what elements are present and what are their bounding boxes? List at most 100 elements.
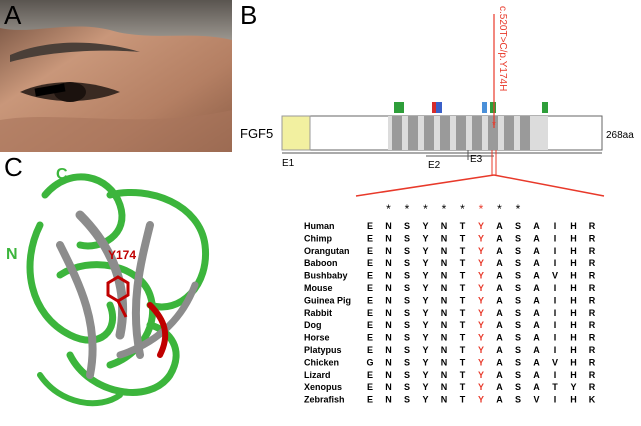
- residue-cell: T: [552, 382, 558, 392]
- residue-cell: A: [533, 295, 540, 305]
- residue-cell: H: [570, 283, 577, 293]
- residue-cell: S: [404, 258, 410, 268]
- residue-cell: S: [515, 320, 521, 330]
- residue-cell: T: [460, 345, 466, 355]
- residue-cell: A: [496, 320, 503, 330]
- residue-cell: Y: [422, 395, 428, 405]
- protein-structure: C N Y174: [0, 155, 232, 421]
- residue-cell: Y: [478, 246, 484, 256]
- residue-cell: A: [496, 308, 503, 318]
- residue-cell: Y: [422, 221, 428, 231]
- residue-cell: Y: [422, 233, 428, 243]
- residue-cell: I: [554, 345, 557, 355]
- n-terminus-label: N: [6, 246, 18, 263]
- residue-cell: E: [367, 233, 373, 243]
- residue-cell: I: [554, 308, 557, 318]
- residue-cell: N: [385, 295, 392, 305]
- residue-cell: A: [496, 395, 503, 405]
- residue-cell: N: [441, 357, 448, 367]
- residue-cell: N: [385, 395, 392, 405]
- residue-cell: Y: [422, 308, 428, 318]
- residue-cell: N: [385, 320, 392, 330]
- residue-cell: S: [515, 295, 521, 305]
- exon-label-e3: E3: [470, 154, 483, 165]
- residue-cell: A: [533, 382, 540, 392]
- residue-cell: N: [441, 382, 448, 392]
- residue-cell: H: [570, 258, 577, 268]
- residue-cell: N: [441, 370, 448, 380]
- species-label: Guinea Pig: [304, 295, 351, 305]
- residue-cell: T: [460, 246, 466, 256]
- residue-cell: Y: [478, 382, 484, 392]
- residue-cell: S: [515, 382, 521, 392]
- residue-cell: N: [441, 271, 448, 281]
- species-label: Chicken: [304, 357, 339, 367]
- residue-cell: A: [496, 271, 503, 281]
- residue-cell: N: [441, 333, 448, 343]
- residue-cell: N: [441, 246, 448, 256]
- conservation-star: *: [423, 202, 428, 216]
- fgf-domain-blocks: [388, 116, 548, 150]
- residue-cell: Y: [478, 395, 484, 405]
- residue-cell: A: [533, 308, 540, 318]
- residue-cell: N: [385, 271, 392, 281]
- residue-cell: Y: [478, 271, 484, 281]
- residue-cell: S: [515, 345, 521, 355]
- residue-cell: E: [367, 345, 373, 355]
- residue-cell: I: [554, 258, 557, 268]
- species-label: Dog: [304, 320, 322, 330]
- residue-cell: S: [404, 333, 410, 343]
- residue-cell: E: [367, 395, 373, 405]
- residue-cell: R: [589, 357, 596, 367]
- panel-label-c: C: [4, 152, 23, 182]
- gene-name: FGF5: [240, 126, 273, 141]
- species-label: Lizard: [304, 370, 331, 380]
- residue-cell: S: [515, 370, 521, 380]
- residue-cell: N: [385, 370, 392, 380]
- residue-cell: I: [554, 221, 557, 231]
- residue-cell: E: [367, 258, 373, 268]
- residue-cell: S: [515, 258, 521, 268]
- species-label: Baboon: [304, 258, 338, 268]
- residue-cell: Y: [478, 221, 484, 231]
- residue-cell: R: [589, 233, 596, 243]
- residue-cell: R: [589, 370, 596, 380]
- residue-cell: Y: [422, 320, 428, 330]
- residue-cell: Y: [422, 357, 428, 367]
- residue-cell: E: [367, 221, 373, 231]
- conservation-star: *: [405, 202, 410, 216]
- residue-cell: A: [533, 258, 540, 268]
- species-label: Xenopus: [304, 382, 342, 392]
- residue-cell: Y: [478, 283, 484, 293]
- residue-cell: R: [589, 246, 596, 256]
- residue-cell: A: [533, 370, 540, 380]
- residue-cell: A: [533, 320, 540, 330]
- c-terminus-label: C: [56, 166, 68, 183]
- residue-cell: I: [554, 320, 557, 330]
- residue-cell: Y: [422, 283, 428, 293]
- residue-cell: N: [385, 308, 392, 318]
- residue-cell: N: [385, 246, 392, 256]
- residue-cell: Y: [478, 308, 484, 318]
- residue-cell: A: [496, 345, 503, 355]
- residue-cell: Y: [422, 370, 428, 380]
- residue-cell: N: [441, 345, 448, 355]
- species-label: Rabbit: [304, 308, 332, 318]
- species-label: Horse: [304, 333, 330, 343]
- residue-cell: G: [366, 357, 373, 367]
- residue-cell: Y: [570, 382, 576, 392]
- exon-label-e1: E1: [282, 158, 295, 169]
- residue-cell: N: [385, 382, 392, 392]
- residue-cell: S: [515, 246, 521, 256]
- residue-cell: A: [496, 333, 503, 343]
- residue-cell: A: [496, 233, 503, 243]
- residue-cell: R: [589, 258, 596, 268]
- residue-cell: H: [570, 320, 577, 330]
- residue-cell: S: [515, 283, 521, 293]
- residue-cell: H: [570, 308, 577, 318]
- residue-cell: H: [570, 233, 577, 243]
- residue-cell: E: [367, 283, 373, 293]
- species-label: Platypus: [304, 345, 342, 355]
- residue-cell: A: [533, 333, 540, 343]
- residue-cell: Y: [422, 382, 428, 392]
